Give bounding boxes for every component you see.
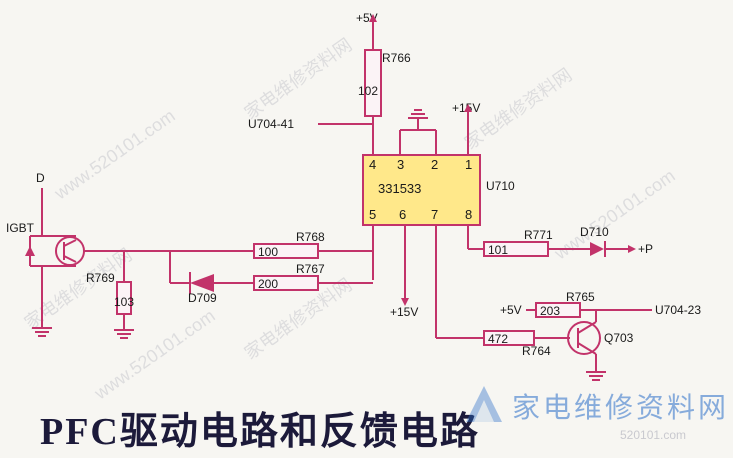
u704-23-label: U704-23 [655, 303, 701, 317]
chip-name: 331533 [378, 181, 421, 196]
watermark-site: 家电维修资料网 [241, 35, 356, 124]
diagram-title: PFC驱动电路和反馈电路 [40, 411, 480, 453]
r771-value: 101 [488, 243, 508, 257]
r767-value: 200 [258, 277, 278, 291]
d710-label: D710 [580, 225, 609, 239]
ground-icon [586, 371, 606, 381]
pin-2: 2 [431, 157, 438, 172]
vcc-arrow-icon [401, 298, 409, 306]
vcc-q-label: +5V [500, 303, 522, 317]
r765-value: 203 [540, 304, 560, 318]
drain-label: D [36, 171, 45, 185]
pin-7: 7 [431, 207, 438, 222]
diode-d710-icon [590, 241, 606, 257]
watermark-url: www.520101.com [50, 105, 179, 203]
transistor-q703-icon [567, 310, 601, 372]
site-logo: 家电维修资料网 [462, 382, 728, 426]
pin-5: 5 [369, 207, 376, 222]
u704-41-label: U704-41 [248, 117, 294, 131]
r764-value: 472 [488, 332, 508, 346]
pin-8: 8 [465, 207, 472, 222]
r769-value: 103 [114, 295, 134, 309]
resistor-r766 [364, 49, 382, 117]
ground-icon [408, 109, 428, 119]
r766-ref: R766 [382, 51, 411, 65]
d709-label: D709 [188, 291, 217, 305]
igbt-label: IGBT [6, 221, 35, 235]
ground-icon [32, 327, 52, 337]
pin-6: 6 [399, 207, 406, 222]
vcc-arrow-icon [369, 14, 377, 22]
r771-ref: R771 [524, 228, 553, 242]
logo-icon [466, 386, 502, 422]
r765-ref: R765 [566, 290, 595, 304]
arrow-right-icon [628, 245, 636, 253]
q703-label: Q703 [604, 331, 634, 345]
watermark-url: www.520101.com [90, 305, 219, 403]
out-p-label: +P [638, 242, 653, 256]
diode-d709-icon [189, 272, 214, 294]
r767-ref: R767 [296, 262, 325, 276]
pin-3: 3 [397, 157, 404, 172]
logo-url: 520101.com [620, 428, 687, 442]
chip-ref: U710 [486, 179, 515, 193]
igbt-icon [25, 188, 102, 328]
pin-1: 1 [465, 157, 472, 172]
logo-text: 家电维修资料网 [512, 393, 730, 424]
ground-icon [114, 329, 134, 339]
r766-value: 102 [358, 84, 378, 98]
r764-ref: R764 [522, 344, 551, 358]
pin-4: 4 [369, 157, 376, 172]
vcc-arrow-icon [464, 104, 472, 112]
r769-ref: R769 [86, 271, 115, 285]
ic-u710 [362, 154, 481, 226]
watermark-layer: www.520101.com 家电维修资料网 家电维修资料网 家电维修资料网 家… [21, 35, 679, 404]
vcc-bottom-label: +15V [390, 305, 418, 319]
r768-ref: R768 [296, 230, 325, 244]
r768-value: 100 [258, 245, 278, 259]
